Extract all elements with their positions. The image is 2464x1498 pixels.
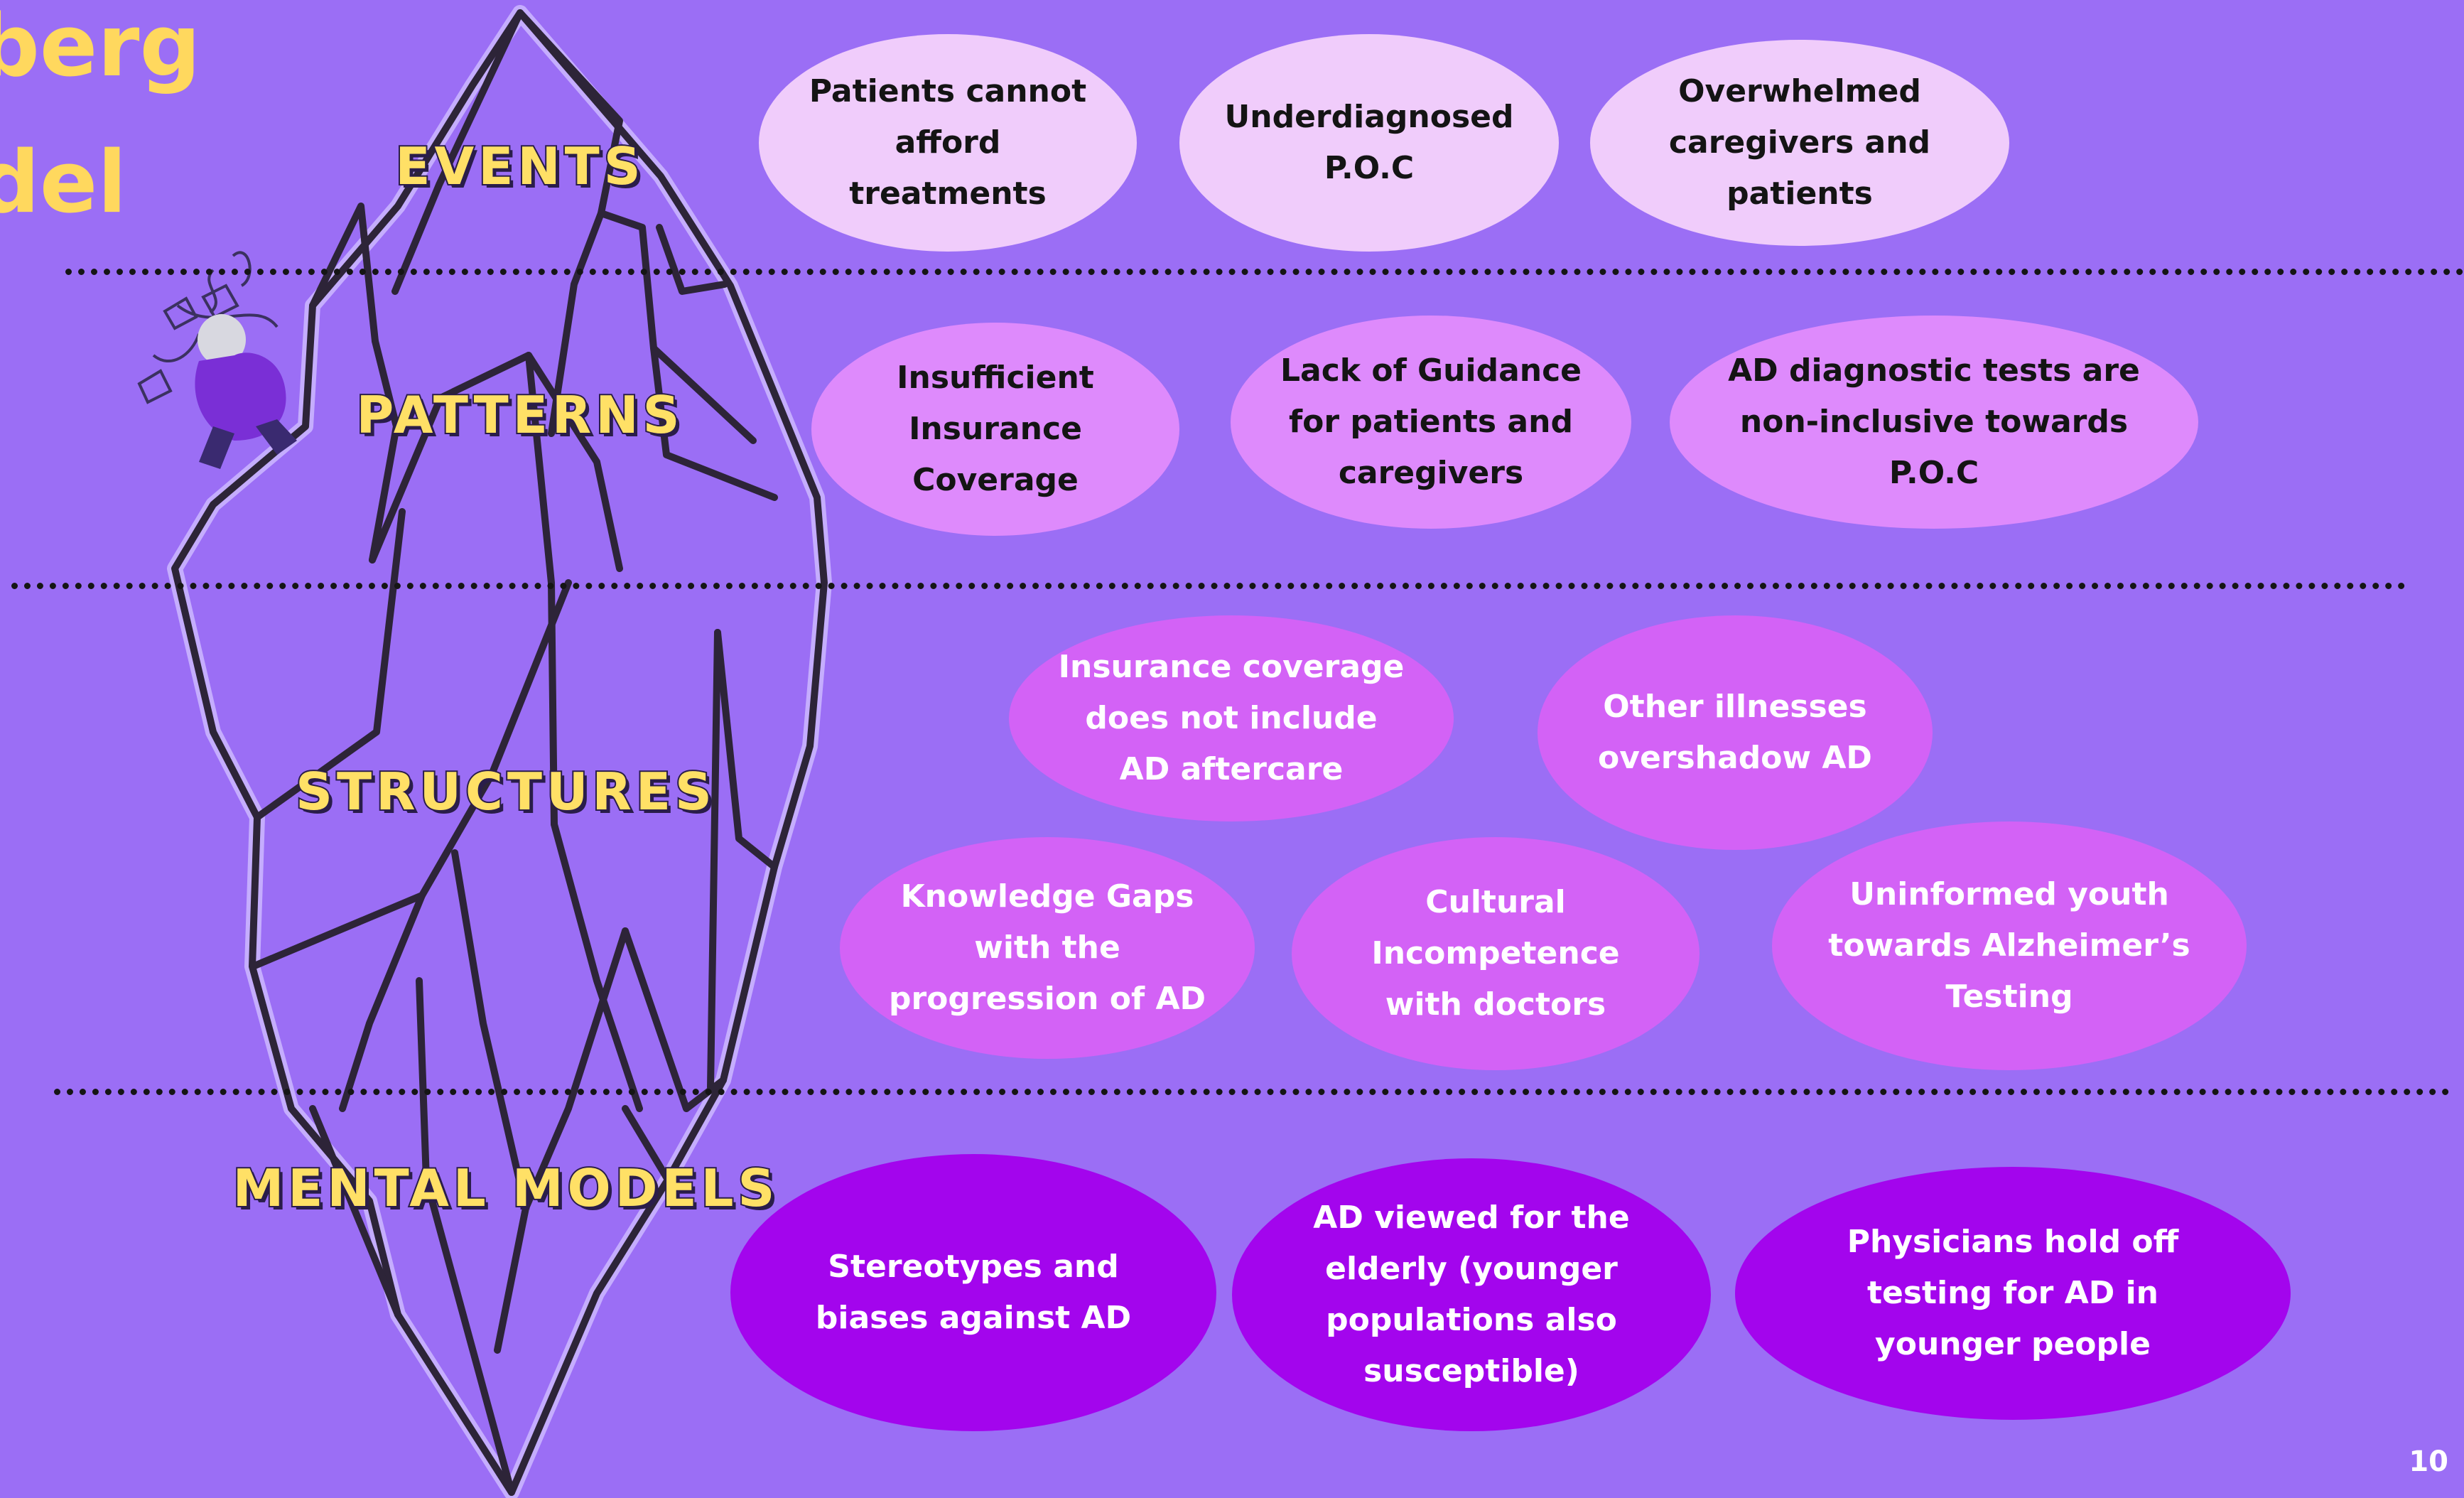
structure-bubble-text: Other illnesses overshadow AD <box>1598 689 1872 776</box>
level-divider-events-patterns <box>65 269 2464 275</box>
event-bubble-overwhelmed: Overwhelmed caregivers and patients <box>1590 40 2009 246</box>
structure-bubble-uninformed-youth: Uninformed youth towards Alzheimer’s Tes… <box>1772 821 2247 1070</box>
slide-title-line-1: berg <box>0 0 201 96</box>
event-bubble-text: Overwhelmed caregivers and patients <box>1668 73 1931 212</box>
mental-model-bubble-stereotypes: Stereotypes and biases against AD <box>730 1154 1216 1431</box>
structure-bubble-aftercare: Insurance coverage does not include AD a… <box>1009 615 1454 821</box>
mental-model-bubble-physicians: Physicians hold off testing for AD in yo… <box>1735 1167 2291 1420</box>
structure-bubble-cultural-incompetence: Cultural Incompetence with doctors <box>1292 837 1700 1070</box>
page-number: 10 <box>2409 1445 2448 1478</box>
mental-model-bubble-text: Stereotypes and biases against AD <box>815 1249 1132 1336</box>
structure-bubble-text: Insurance coverage does not include AD a… <box>1058 649 1405 787</box>
event-bubble-text: Underdiagnosed P.O.C <box>1224 99 1514 186</box>
mental-model-bubble-text: Physicians hold off testing for AD in yo… <box>1847 1224 2179 1362</box>
mental-model-bubble-elderly: AD viewed for the elderly (younger popul… <box>1232 1158 1711 1431</box>
level-divider-patterns-structures <box>11 583 2406 589</box>
structure-bubble-text: Knowledge Gaps with the progression of A… <box>888 878 1206 1017</box>
pattern-bubble-insurance-coverage: Insufficient Insurance Coverage <box>811 323 1179 536</box>
pattern-bubble-text: Insufficient Insurance Coverage <box>897 360 1094 498</box>
event-bubble-afford-treatments: Patients cannot afford treatments <box>759 34 1137 252</box>
structure-bubble-text: Cultural Incompetence with doctors <box>1371 884 1620 1023</box>
pattern-bubble-text: AD diagnostic tests are non-inclusive to… <box>1728 352 2140 491</box>
pattern-bubble-text: Lack of Guidance for patients and caregi… <box>1280 352 1582 491</box>
structure-bubble-text: Uninformed youth towards Alzheimer’s Tes… <box>1828 876 2190 1015</box>
structure-bubble-knowledge-gaps: Knowledge Gaps with the progression of A… <box>840 837 1255 1059</box>
pattern-bubble-diagnostic-tests: AD diagnostic tests are non-inclusive to… <box>1670 316 2198 529</box>
slide-title-line-2: del <box>0 134 127 232</box>
structure-bubble-other-illnesses: Other illnesses overshadow AD <box>1538 615 1933 850</box>
pattern-bubble-lack-of-guidance: Lack of Guidance for patients and caregi… <box>1231 316 1631 529</box>
mental-model-bubble-text: AD viewed for the elderly (younger popul… <box>1313 1200 1630 1389</box>
event-bubble-underdiagnosed: Underdiagnosed P.O.C <box>1179 34 1559 252</box>
level-divider-structures-mental-models <box>54 1089 2450 1095</box>
level-label-patterns: PATTERNS <box>355 385 684 445</box>
event-bubble-text: Patients cannot afford treatments <box>809 73 1087 212</box>
level-label-mental-models: MENTAL MODELS <box>232 1158 779 1218</box>
level-label-events: EVENTS <box>394 136 645 196</box>
level-label-structures: STRUCTURES <box>294 762 716 821</box>
person-figure-icon <box>137 251 297 469</box>
